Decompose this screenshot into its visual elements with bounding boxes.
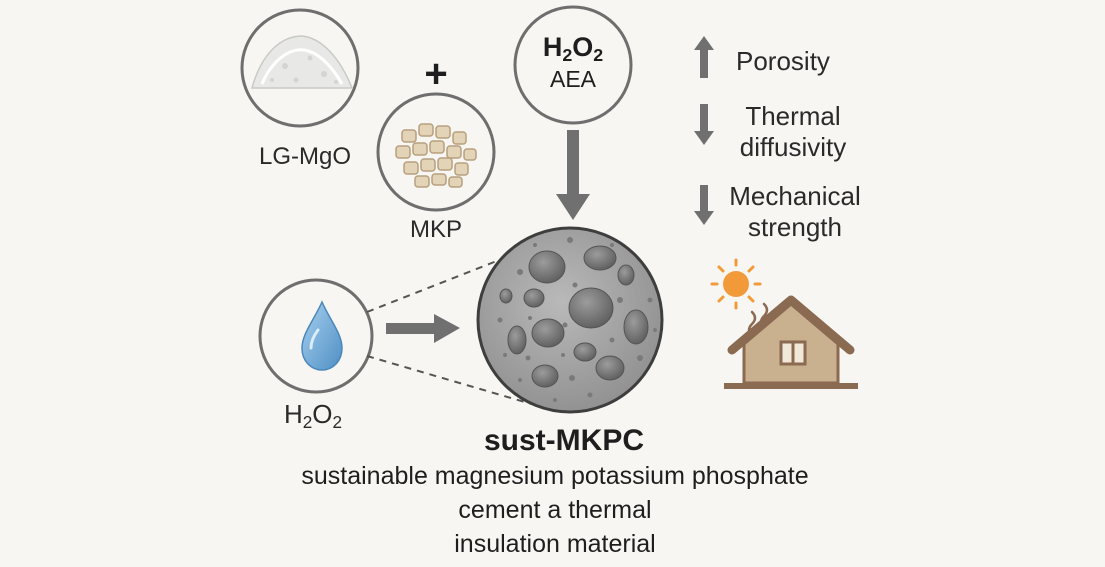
aea-label: AEA	[549, 66, 597, 92]
mechanical-down-arrow	[694, 185, 714, 225]
cement-cross-section-icon	[476, 226, 664, 414]
water-circle	[258, 278, 374, 394]
aea-formula: H2O2	[542, 32, 604, 65]
mgo-circle	[240, 8, 360, 128]
product-description-line-3: insulation material	[454, 530, 656, 558]
zoom-lines	[366, 254, 536, 406]
product-title: sust-MKPC	[483, 424, 645, 457]
thermal-down-arrow	[694, 104, 714, 145]
water-to-cement-arrow	[386, 314, 460, 343]
product-description-line-1: sustainable magnesium potassium phosphat…	[301, 462, 809, 490]
effect-porosity: Porosity	[736, 46, 830, 76]
mgo-powder-icon	[251, 35, 354, 89]
aea-to-cement-arrow	[556, 130, 590, 220]
mkp-label: MKP	[409, 216, 463, 243]
water-drop-icon	[301, 300, 343, 371]
effect-mechanical-strength: Mechanical strength	[729, 181, 861, 242]
mkp-granules-icon	[395, 123, 477, 188]
product-description-line-2: cement a thermal	[458, 496, 652, 524]
effect-thermal-diffusivity: Thermal diffusivity	[739, 101, 847, 162]
plus-sign: +	[424, 52, 448, 96]
house-icon	[724, 295, 858, 389]
mkp-circle	[376, 92, 496, 212]
porosity-up-arrow	[694, 36, 714, 78]
aea-circle	[513, 5, 633, 125]
mgo-label: LG-MgO	[258, 143, 352, 170]
water-label: H2O2	[283, 399, 343, 432]
